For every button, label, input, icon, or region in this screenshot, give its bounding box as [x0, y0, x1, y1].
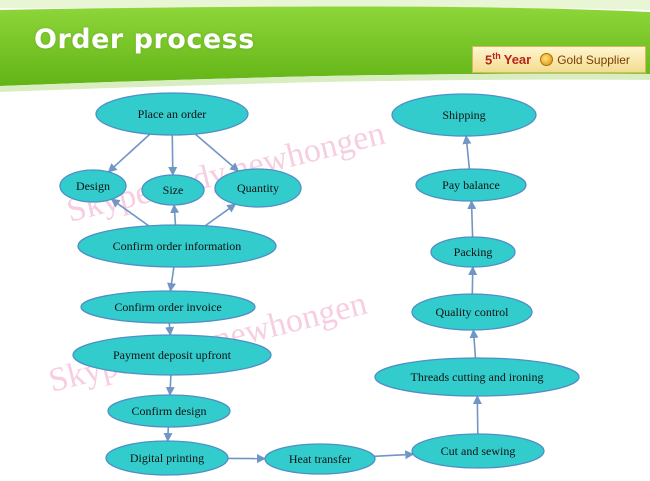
node-shape — [72, 334, 272, 376]
arrow-place-order-to-design — [107, 133, 151, 173]
arrow-confirm-design-to-digital-printing — [163, 426, 173, 442]
node-label: Payment deposit upfront — [113, 348, 232, 362]
badge-year-word: Year — [503, 52, 532, 67]
node-shape — [95, 92, 249, 136]
node-label: Design — [76, 179, 110, 193]
node-shape — [77, 224, 277, 268]
badge-year-suffix: th — [492, 51, 501, 62]
node-label: Pay balance — [442, 178, 500, 192]
node-label: Confirm order information — [113, 239, 242, 253]
arrow-confirm-invoice-to-payment-deposit — [165, 322, 175, 336]
node-shape — [107, 394, 231, 428]
node-quality-control: Quality control — [411, 293, 533, 331]
node-label: Quantity — [237, 181, 279, 195]
page-title: Order process — [34, 24, 255, 55]
node-label: Packing — [454, 245, 493, 259]
node-digital-printing: Digital printing — [105, 440, 229, 476]
node-label: Cut and sewing — [441, 444, 516, 458]
arrow-confirm-info-to-size — [170, 204, 180, 226]
node-label: Shipping — [442, 108, 485, 122]
node-threads-cutting: Threads cutting and ironing — [374, 357, 580, 397]
node-quantity: Quantity — [214, 168, 302, 208]
node-shape — [214, 168, 302, 208]
arrow-cut-sewing-to-threads-cutting — [472, 395, 482, 435]
badge-supplier-label: Gold Supplier — [557, 52, 630, 67]
arrow-confirm-info-to-quantity — [204, 203, 237, 227]
node-payment-deposit: Payment deposit upfront — [72, 334, 272, 376]
node-shape — [391, 93, 537, 137]
node-shipping: Shipping — [391, 93, 537, 137]
node-shape — [411, 433, 545, 469]
node-shape — [411, 293, 533, 331]
node-shape — [80, 290, 256, 324]
arrow-place-order-to-quantity — [194, 133, 240, 172]
badge-year: 5th — [485, 51, 501, 67]
node-shape — [264, 443, 376, 475]
node-label: Threads cutting and ironing — [411, 370, 544, 384]
node-shape — [141, 174, 205, 206]
gold-coin-icon — [540, 53, 554, 66]
node-shape — [415, 168, 527, 202]
node-confirm-invoice: Confirm order invoice — [80, 290, 256, 324]
node-design: Design — [59, 169, 127, 203]
node-place-order: Place an order — [95, 92, 249, 136]
node-shape — [374, 357, 580, 397]
node-shape — [59, 169, 127, 203]
node-confirm-design: Confirm design — [107, 394, 231, 428]
arrow-payment-deposit-to-confirm-design — [165, 374, 175, 396]
node-label: Digital printing — [130, 451, 204, 465]
arrow-confirm-info-to-confirm-invoice — [167, 266, 177, 292]
arrow-confirm-info-to-design — [110, 198, 150, 227]
node-label: Size — [163, 183, 184, 197]
node-label: Quality control — [436, 305, 510, 319]
node-pay-balance: Pay balance — [415, 168, 527, 202]
node-label: Place an order — [138, 107, 207, 121]
node-shape — [105, 440, 229, 476]
arrow-quality-control-to-packing — [468, 266, 478, 295]
arrow-threads-cutting-to-quality-control — [469, 329, 479, 359]
arrow-pay-balance-to-shipping — [462, 135, 472, 170]
node-packing: Packing — [430, 236, 516, 268]
node-label: Confirm design — [132, 404, 207, 418]
gold-supplier-badge: 5th Year Gold Supplier — [472, 46, 646, 73]
node-shape — [430, 236, 516, 268]
badge-year-number: 5 — [485, 52, 493, 68]
node-label: Heat transfer — [289, 452, 351, 466]
node-size: Size — [141, 174, 205, 206]
node-heat-transfer: Heat transfer — [264, 443, 376, 475]
node-confirm-info: Confirm order information — [77, 224, 277, 268]
edge-layer — [107, 133, 482, 464]
arrow-packing-to-pay-balance — [467, 200, 477, 238]
arrow-place-order-to-size — [168, 134, 178, 176]
arrow-heat-transfer-to-cut-sewing — [374, 450, 415, 460]
node-label: Confirm order invoice — [114, 300, 221, 314]
node-cut-sewing: Cut and sewing — [411, 433, 545, 469]
